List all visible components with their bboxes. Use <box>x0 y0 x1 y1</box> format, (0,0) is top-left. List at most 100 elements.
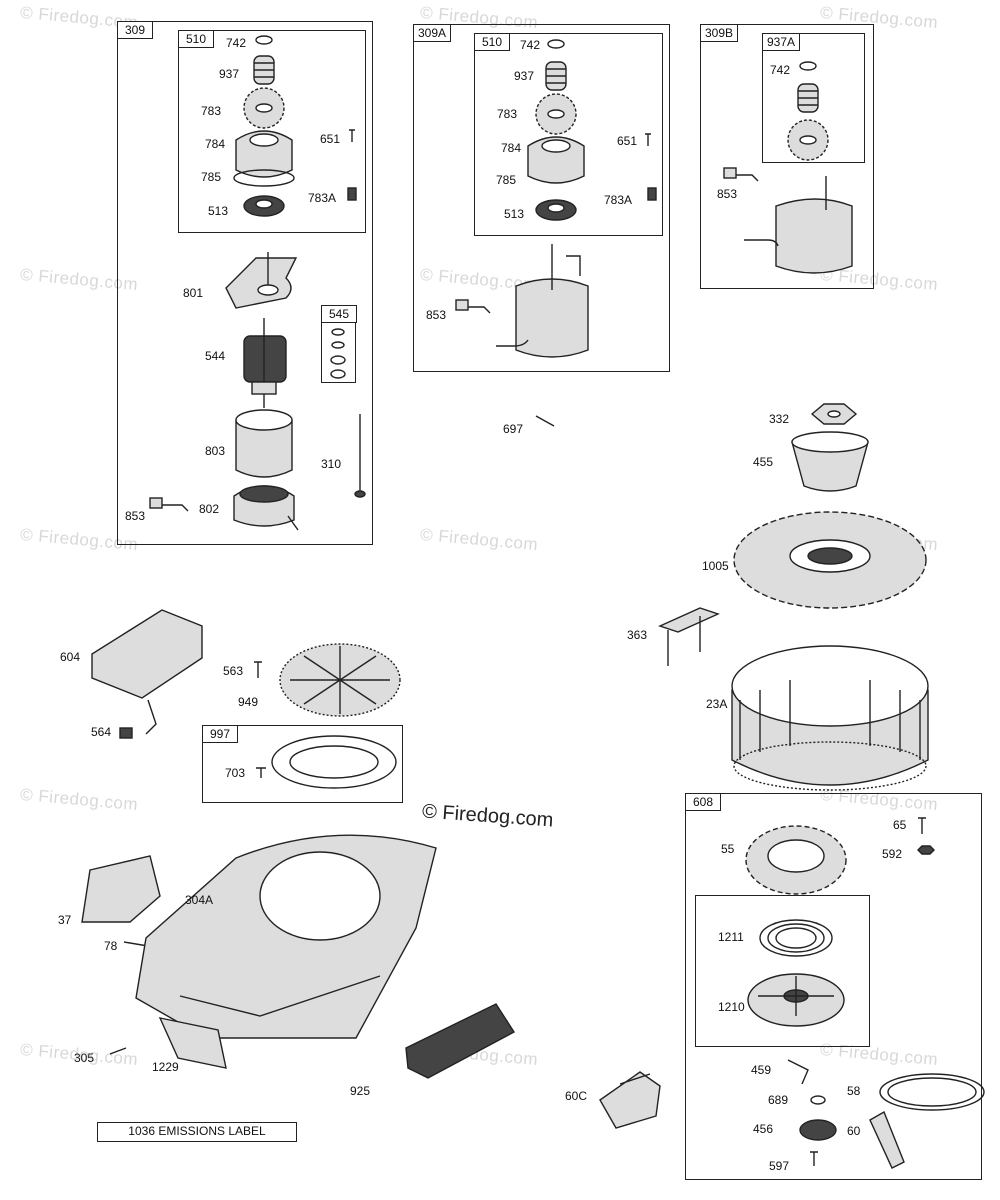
part-937-pinion-a <box>253 55 275 85</box>
part-label: 742 <box>520 38 541 52</box>
part-label: 304A <box>185 893 214 907</box>
part-949-screen <box>279 643 401 717</box>
part-455-cup <box>791 431 869 492</box>
part-651-screw-b <box>645 133 651 146</box>
part-651-screw-a <box>349 129 355 142</box>
part-305-screw <box>109 1047 127 1055</box>
part-802-brushplate <box>233 485 299 531</box>
part-label: 853 <box>426 308 447 322</box>
group-box-510-b: 510 <box>474 33 663 236</box>
part-853-connector-b <box>455 299 491 314</box>
emissions-label-box: 1036 EMISSIONS LABEL <box>97 1122 297 1142</box>
part-1211-spring <box>759 919 833 957</box>
part-label: 78 <box>104 939 118 953</box>
part-925-guard <box>405 1003 515 1079</box>
group-tag: 510 <box>178 30 214 48</box>
group-box-309A: 309A <box>413 24 670 372</box>
part-label: 455 <box>753 455 774 469</box>
part-742-washer-c <box>799 61 817 71</box>
part-689-spring <box>810 1095 826 1105</box>
part-label: 544 <box>205 349 226 363</box>
part-label: 853 <box>717 187 738 201</box>
part-label: 703 <box>225 766 246 780</box>
part-783-gear-a <box>243 87 285 129</box>
part-513-gear-b <box>535 199 577 221</box>
part-label: 60C <box>565 1089 588 1103</box>
part-78-bolt <box>123 941 149 947</box>
part-label: 803 <box>205 444 226 458</box>
part-label: 60 <box>847 1124 861 1138</box>
part-label: 925 <box>350 1084 371 1098</box>
part-label: 785 <box>496 173 517 187</box>
part-563-screw <box>254 661 262 678</box>
part-1210-pulley <box>747 973 845 1027</box>
part-label: 697 <box>503 422 524 436</box>
part-label: 37 <box>58 913 72 927</box>
part-label: 459 <box>751 1063 772 1077</box>
group-tag: 937A <box>762 33 801 51</box>
part-label: 597 <box>769 1159 790 1173</box>
part-label: 363 <box>627 628 648 642</box>
group-box-510-a: 510 <box>178 30 366 233</box>
part-513-gear-a <box>243 195 285 217</box>
part-783A-spacer-b <box>647 187 657 201</box>
part-label: 937 <box>219 67 240 81</box>
part-592-nut <box>917 845 935 855</box>
part-65-screw <box>918 817 926 834</box>
part-label: 513 <box>208 204 229 218</box>
part-label: 742 <box>226 36 247 50</box>
part-58-rope <box>879 1073 985 1111</box>
group-tag: 309A <box>413 24 452 42</box>
group-box-309: 309 <box>117 21 373 545</box>
part-597-screw <box>810 1151 818 1166</box>
part-label: 651 <box>617 134 638 148</box>
part-label: 332 <box>769 412 790 426</box>
part-304A-blower-housing <box>135 834 437 1039</box>
part-label: 651 <box>320 132 341 146</box>
part-783-gear-b <box>535 93 577 135</box>
part-label: 853 <box>125 509 146 523</box>
part-label: 456 <box>753 1122 774 1136</box>
part-803-housing <box>235 409 293 478</box>
part-label: 310 <box>321 457 342 471</box>
part-937-pinion-c <box>797 83 819 113</box>
part-label: 513 <box>504 207 525 221</box>
part-853-connector-c <box>723 167 759 182</box>
part-997-plate <box>271 735 397 789</box>
part-784-785-housing-b <box>527 136 585 184</box>
part-label: 65 <box>893 818 907 832</box>
group-tag: 510 <box>474 33 510 51</box>
part-801-endcap <box>225 252 298 309</box>
part-label: 689 <box>768 1093 789 1107</box>
part-label: 783A <box>604 193 633 207</box>
part-label: 1005 <box>702 559 729 573</box>
part-310-bolt <box>354 414 366 498</box>
group-box-608: 608 <box>685 793 982 1180</box>
group-tag: 309B <box>700 24 739 42</box>
part-label: 592 <box>882 847 903 861</box>
group-box-recoil-inner <box>695 895 870 1047</box>
part-gear-c <box>787 119 829 161</box>
part-544-armature <box>243 318 287 408</box>
group-box-937A: 937A <box>762 33 865 163</box>
part-label: 1210 <box>718 1000 745 1014</box>
part-363-bracket <box>658 607 720 666</box>
group-tag: 608 <box>685 793 721 811</box>
part-742-washer-a <box>255 35 273 45</box>
part-604-shield <box>91 609 203 735</box>
group-tag: 997 <box>202 725 238 743</box>
part-784-785-housing-a <box>233 130 295 187</box>
part-label: 742 <box>770 63 791 77</box>
part-937-pinion-b <box>545 61 567 91</box>
part-783A-spacer-a <box>347 187 357 201</box>
part-60C-handle <box>599 1071 661 1129</box>
part-332-nut <box>810 403 858 425</box>
part-label: 949 <box>238 695 259 709</box>
part-label: 802 <box>199 502 220 516</box>
group-box-997: 997 <box>202 725 403 803</box>
part-55-recoil-housing <box>745 825 847 895</box>
part-label: 783 <box>497 107 518 121</box>
part-label: 563 <box>223 664 244 678</box>
part-853-connector-a <box>149 497 189 512</box>
group-box-545: 545 <box>321 305 357 383</box>
